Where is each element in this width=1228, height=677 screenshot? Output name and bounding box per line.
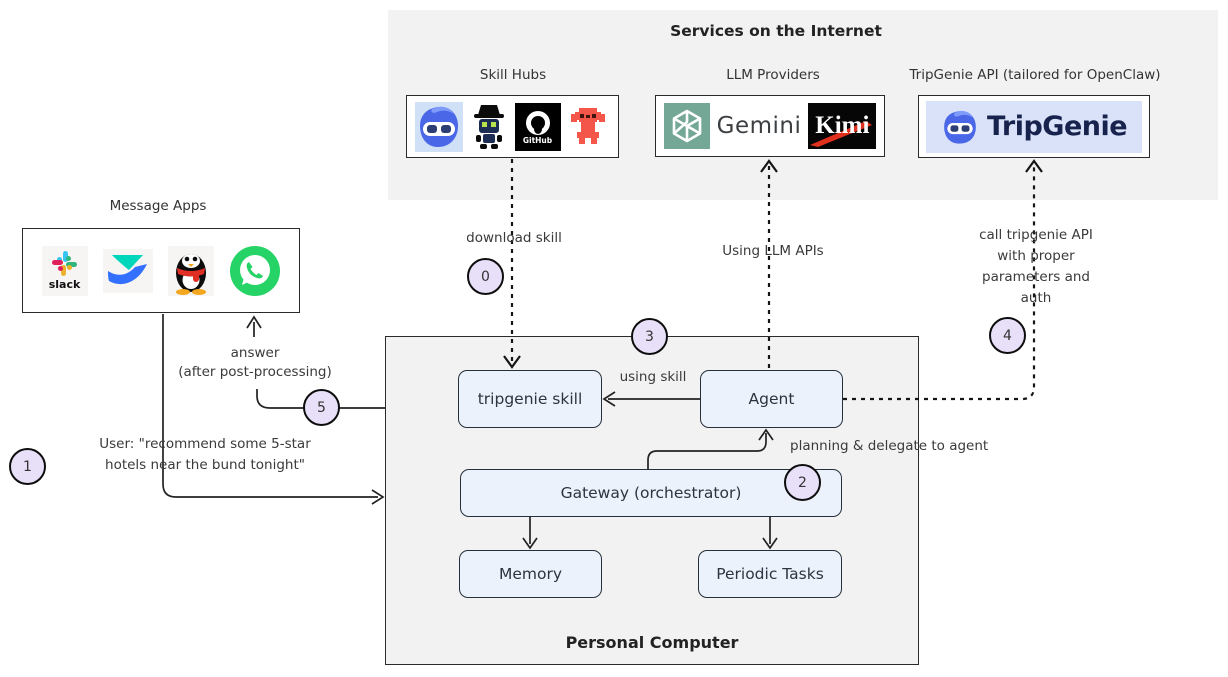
openclaw-robot-icon [414,101,463,152]
message-apps-box: slack [22,228,300,313]
step-circle-1: 1 [9,448,46,485]
step-circle-4: 4 [989,317,1026,354]
label-call-tripgenie-api: call tripgenie API with proper parameter… [979,227,1093,306]
llm-providers-box: Gemini Kimi [655,95,885,157]
node-agent: Agent [700,370,843,428]
node-periodic-tasks: Periodic Tasks [698,550,842,598]
github-icon: GitHub [514,102,561,151]
clawhub-robot-icon [466,101,511,152]
personal-computer-title: Personal Computer [565,633,739,652]
step-circle-0: 0 [467,258,504,295]
lark-icon [102,248,153,293]
step-circle-3: 3 [631,318,668,355]
label-answer: answer (after post-processing) [178,345,332,380]
label-planning-delegate: planning & delegate to agent [790,438,989,454]
label-user-request: User: "recommend some 5-star hotels near… [99,436,311,473]
label-download-skill: download skill [466,230,562,246]
qq-icon [167,245,214,296]
llm-providers-label: LLM Providers [726,67,820,83]
tripgenie-api-label: TripGenie API (tailored for OpenClaw) [909,67,1161,83]
gemini-logo: Gemini [716,113,802,139]
label-using-llm-apis: Using LLM APIs [722,243,824,259]
step-circle-2: 2 [784,464,821,501]
red-pixel-bot-icon [564,101,611,152]
tripgenie-text: TripGenie [986,111,1128,142]
arrowhead-up-answer [246,315,262,329]
openai-icon [663,103,710,149]
kimi-text: Kimi [815,112,870,139]
skill-hubs-label: Skill Hubs [479,67,547,83]
label-using-skill: using skill [619,369,687,385]
github-text: GitHub [522,135,553,145]
internet-services-title: Services on the Internet [670,22,882,40]
message-apps-label: Message Apps [109,198,207,214]
tripgenie-box: TripGenie [918,95,1150,158]
arrowhead-right-request [371,489,385,505]
slack-text: slack [48,278,81,291]
node-tripgenie-skill: tripgenie skill [458,370,602,428]
node-memory: Memory [459,550,602,598]
slack-icon: slack [41,245,88,296]
step-circle-5: 5 [303,389,340,426]
skill-hubs-box: GitHub [406,95,619,158]
whatsapp-icon [229,245,281,297]
tripgenie-robot-icon [941,108,979,146]
kimi-logo: Kimi [808,103,877,149]
node-gateway: Gateway (orchestrator) [460,469,842,517]
